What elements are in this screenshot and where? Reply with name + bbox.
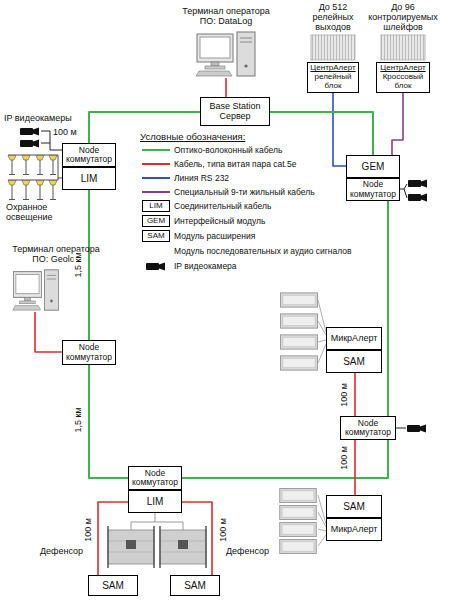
cable-line	[270, 112, 373, 155]
lighting-label: Охранное освещение	[6, 203, 70, 223]
operator-terminal: Терминал оператора ПО: DataLog	[195, 30, 257, 78]
cable-line	[35, 312, 62, 352]
node-text: релейный блок	[310, 73, 356, 91]
camera-wire	[404, 189, 407, 198]
legend-module-code: LIM	[142, 200, 170, 212]
node-text: Кроссовый блок	[379, 73, 427, 91]
legend-text: Оптико-волоконный кабель	[174, 145, 282, 155]
node-text: Node коммутатор	[65, 343, 113, 362]
mikralert-box: МикрАлерт	[326, 518, 382, 541]
sam-module: SAM	[170, 575, 220, 596]
fence-illustration	[108, 513, 206, 568]
cable-line	[387, 201, 389, 416]
cross-block: До 96 контролируемых шлейфовЦентрАлертКр…	[376, 62, 430, 93]
cable-line	[182, 440, 388, 478]
node-text: Node коммутатор	[343, 419, 393, 438]
switch-box: Node коммутатор	[346, 178, 400, 201]
node-text: Base Station Сервер	[203, 102, 267, 122]
node-text: LIM	[147, 496, 164, 507]
cable-line	[89, 365, 128, 478]
node-text: SAM	[184, 580, 206, 591]
cable-line	[225, 78, 227, 97]
sensor-label: Дефенсор	[226, 547, 269, 557]
camera-wire	[400, 184, 407, 189]
legend-text: Специальный 9-ти жильный кабель	[174, 187, 315, 197]
relay-rack	[311, 35, 355, 60]
ip-camera	[408, 194, 427, 202]
node-text: МикрАлерт	[331, 334, 378, 344]
node-text: SAM	[343, 356, 365, 367]
cable-line	[88, 190, 90, 340]
ip-camera	[20, 128, 39, 136]
distance-label: 1,5 км	[74, 251, 83, 278]
ip-camera	[408, 180, 427, 188]
distance-label: 100 м	[84, 517, 93, 543]
cable-line	[354, 440, 356, 495]
camera-wire	[396, 428, 406, 429]
node-text: ЦентрАлерт	[380, 64, 425, 73]
sensor-panels	[280, 488, 326, 553]
legend-text: Модуль последовательных и аудио сигналов	[174, 246, 352, 256]
ip-camera	[20, 140, 39, 148]
cable-line	[354, 373, 356, 416]
distance-label: 100 м	[219, 517, 228, 543]
cable-line	[392, 93, 403, 155]
lighting-lamps	[8, 155, 62, 200]
node-text: Node коммутатор	[65, 146, 113, 165]
legend-title: Условные обозначения:	[140, 132, 245, 142]
switch-box: Node коммутатор	[128, 466, 182, 490]
node-text: SAM	[343, 501, 365, 512]
expansion-module: GEM	[346, 155, 400, 178]
switch-box: Node коммутатор	[340, 416, 396, 440]
switch-box: Node коммутатор	[62, 143, 116, 167]
legend-module-code: GEM	[142, 215, 170, 227]
node-text: Node коммутатор	[131, 469, 179, 488]
node-text: Node коммутатор	[349, 180, 397, 199]
switch-box: Node коммутатор	[62, 340, 116, 365]
node-text: SAM	[102, 580, 124, 591]
legend-text: Интерфейсный модуль	[174, 216, 265, 226]
server-box: Base Station Сервер	[200, 97, 270, 126]
node-text: МикрАлерт	[331, 525, 378, 535]
mikralert-box: МикрАлерт	[326, 327, 382, 350]
legend-text: Модуль расширения	[174, 231, 255, 241]
cross-rack	[381, 35, 425, 60]
sensor-panels	[280, 293, 326, 370]
sam-module: SAM	[326, 495, 382, 518]
node-heading: До 512 релейных выходов	[302, 3, 364, 33]
ip-camera	[407, 425, 426, 433]
node-heading: Терминал оператора ПО: DataLog	[174, 7, 278, 27]
node-text: GEM	[362, 161, 385, 172]
node-text: ЦентрАлерт	[310, 64, 355, 73]
distance-label: 1,5 км	[74, 406, 83, 433]
legend-text: Линия RS 232	[174, 173, 229, 183]
legend-samples	[142, 150, 170, 271]
interface-module: LIM	[62, 167, 116, 190]
node-heading: До 96 контролируемых шлейфов	[366, 3, 440, 33]
interface-module: LIM	[128, 490, 182, 513]
node-heading: Терминал оператора ПО: Geolog	[4, 245, 108, 265]
distance-label: 100 м	[340, 445, 349, 471]
camera-label: IP видеокамеры	[4, 114, 72, 124]
computer-icon	[195, 30, 257, 78]
node-text: LIM	[81, 173, 98, 184]
distance-label: 100 м	[340, 382, 349, 408]
cable-line	[333, 93, 346, 166]
relay-block: До 512 релейных выходовЦентрАлертрелейны…	[307, 62, 359, 93]
sensor-label: Дефенсор	[40, 547, 83, 557]
distance-label: 100 м	[53, 128, 77, 138]
camera-wire	[41, 143, 50, 144]
sam-module: SAM	[326, 350, 382, 373]
operator-terminal: Терминал оператора ПО: Geolog	[12, 268, 60, 312]
legend-text: IP видеокамера	[174, 261, 237, 271]
sam-module: SAM	[88, 575, 138, 596]
legend-module-code: SAM	[142, 230, 170, 242]
computer-icon	[12, 268, 60, 312]
legend-text: Кабель, типа витая пара cat.5e	[174, 159, 296, 169]
legend-text: Соединительный кабель	[174, 201, 271, 211]
